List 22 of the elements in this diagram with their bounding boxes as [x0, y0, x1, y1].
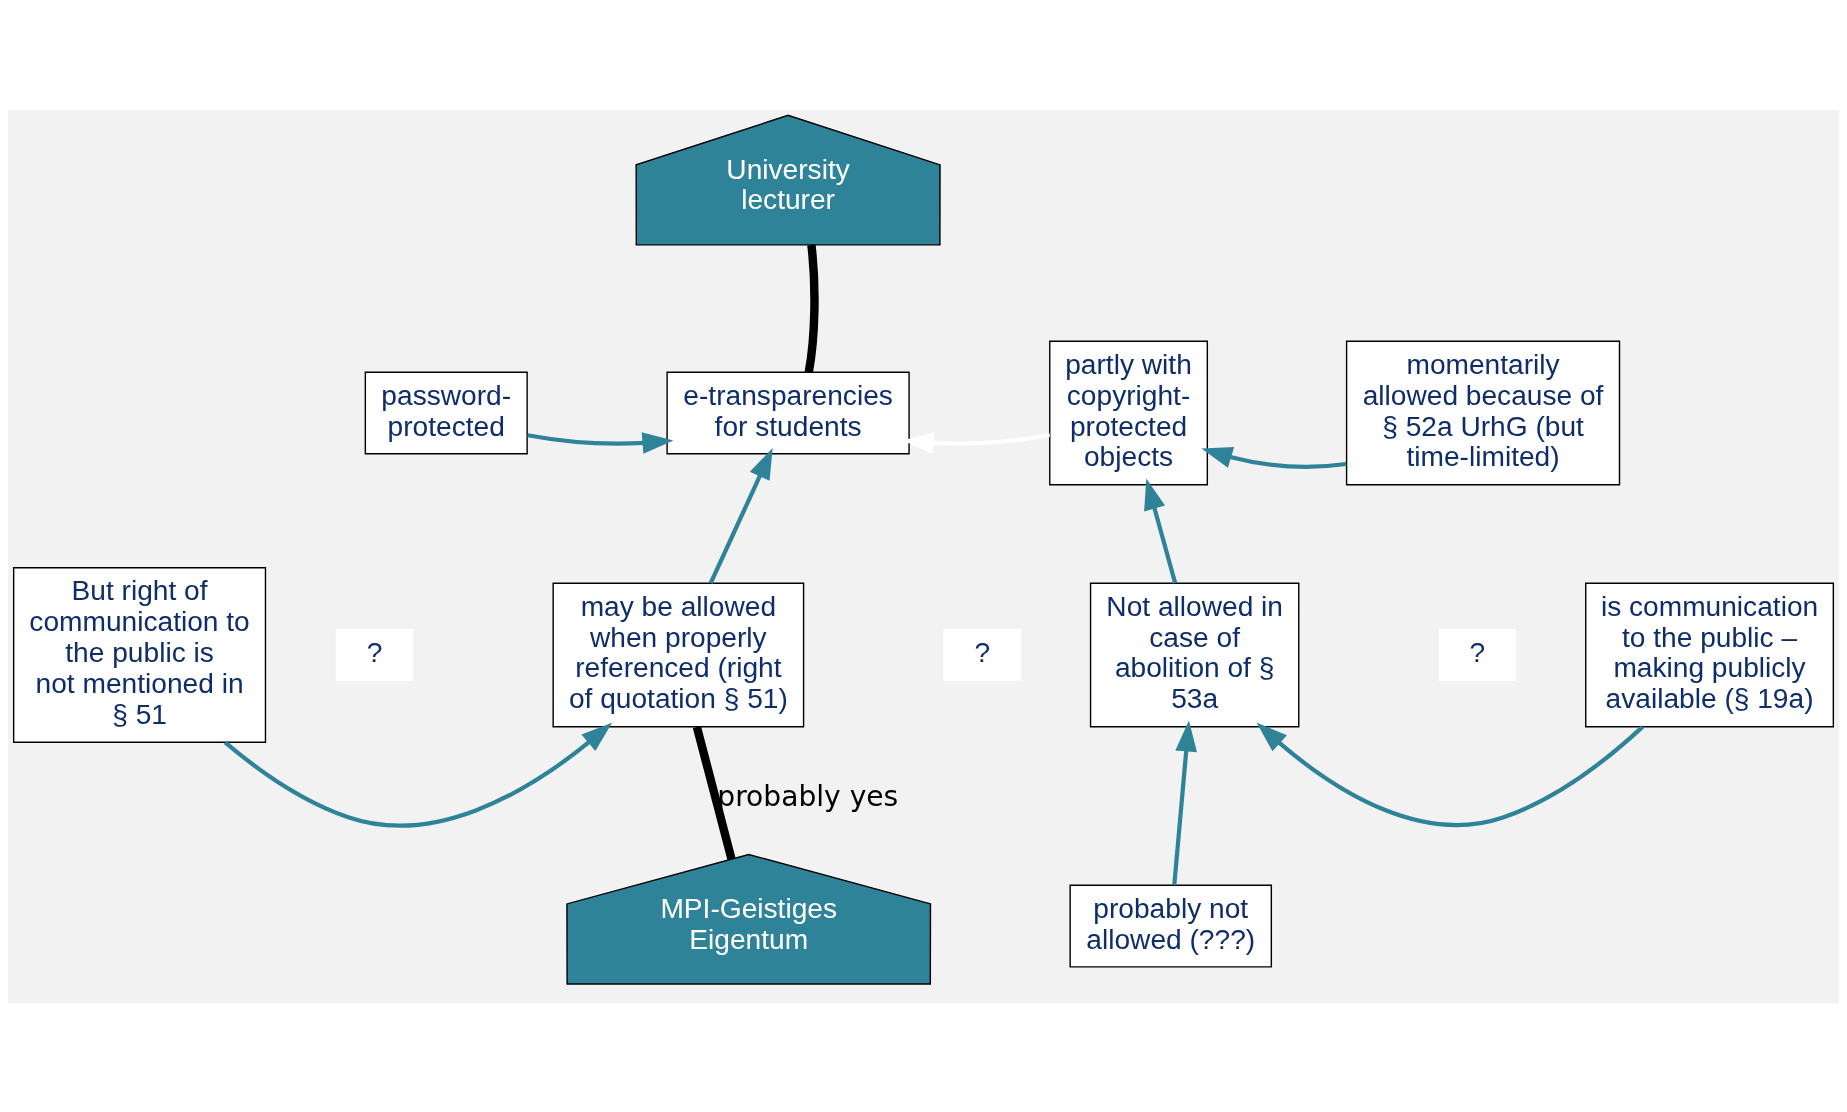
node-box: password-protected: [364, 371, 528, 454]
node-box: But right of communication to the public is not mentioned in § 51: [12, 566, 267, 743]
connector: [692, 725, 736, 860]
arrow: [527, 431, 674, 454]
connector: [804, 244, 819, 373]
node-box: may be allowed when properly referenced (right of quotation § 51): [552, 582, 805, 727]
node-box: partly with copyright-protected objects: [1049, 340, 1209, 485]
label: ?: [974, 636, 991, 668]
node-box: e-transparencies for students: [666, 371, 910, 454]
arrow: [1172, 720, 1197, 885]
arrow: [1144, 478, 1178, 584]
node-box: Not allowed in case of abolition of § 53a: [1089, 582, 1300, 727]
arrow: [223, 722, 613, 828]
node-box: momentarily allowed because of § 52a UrhG (but time-limited): [1345, 340, 1621, 485]
label: ?: [1469, 636, 1486, 668]
arrow: [1256, 722, 1644, 827]
label: ?: [366, 636, 383, 668]
node-box: probably not allowed (???): [1069, 884, 1273, 968]
arrow: [708, 447, 773, 584]
arrow: [1201, 446, 1347, 469]
node-box: is communication to the public – making publicly available (§ 19a): [1585, 582, 1835, 727]
edge-label: probably yes: [717, 779, 899, 812]
